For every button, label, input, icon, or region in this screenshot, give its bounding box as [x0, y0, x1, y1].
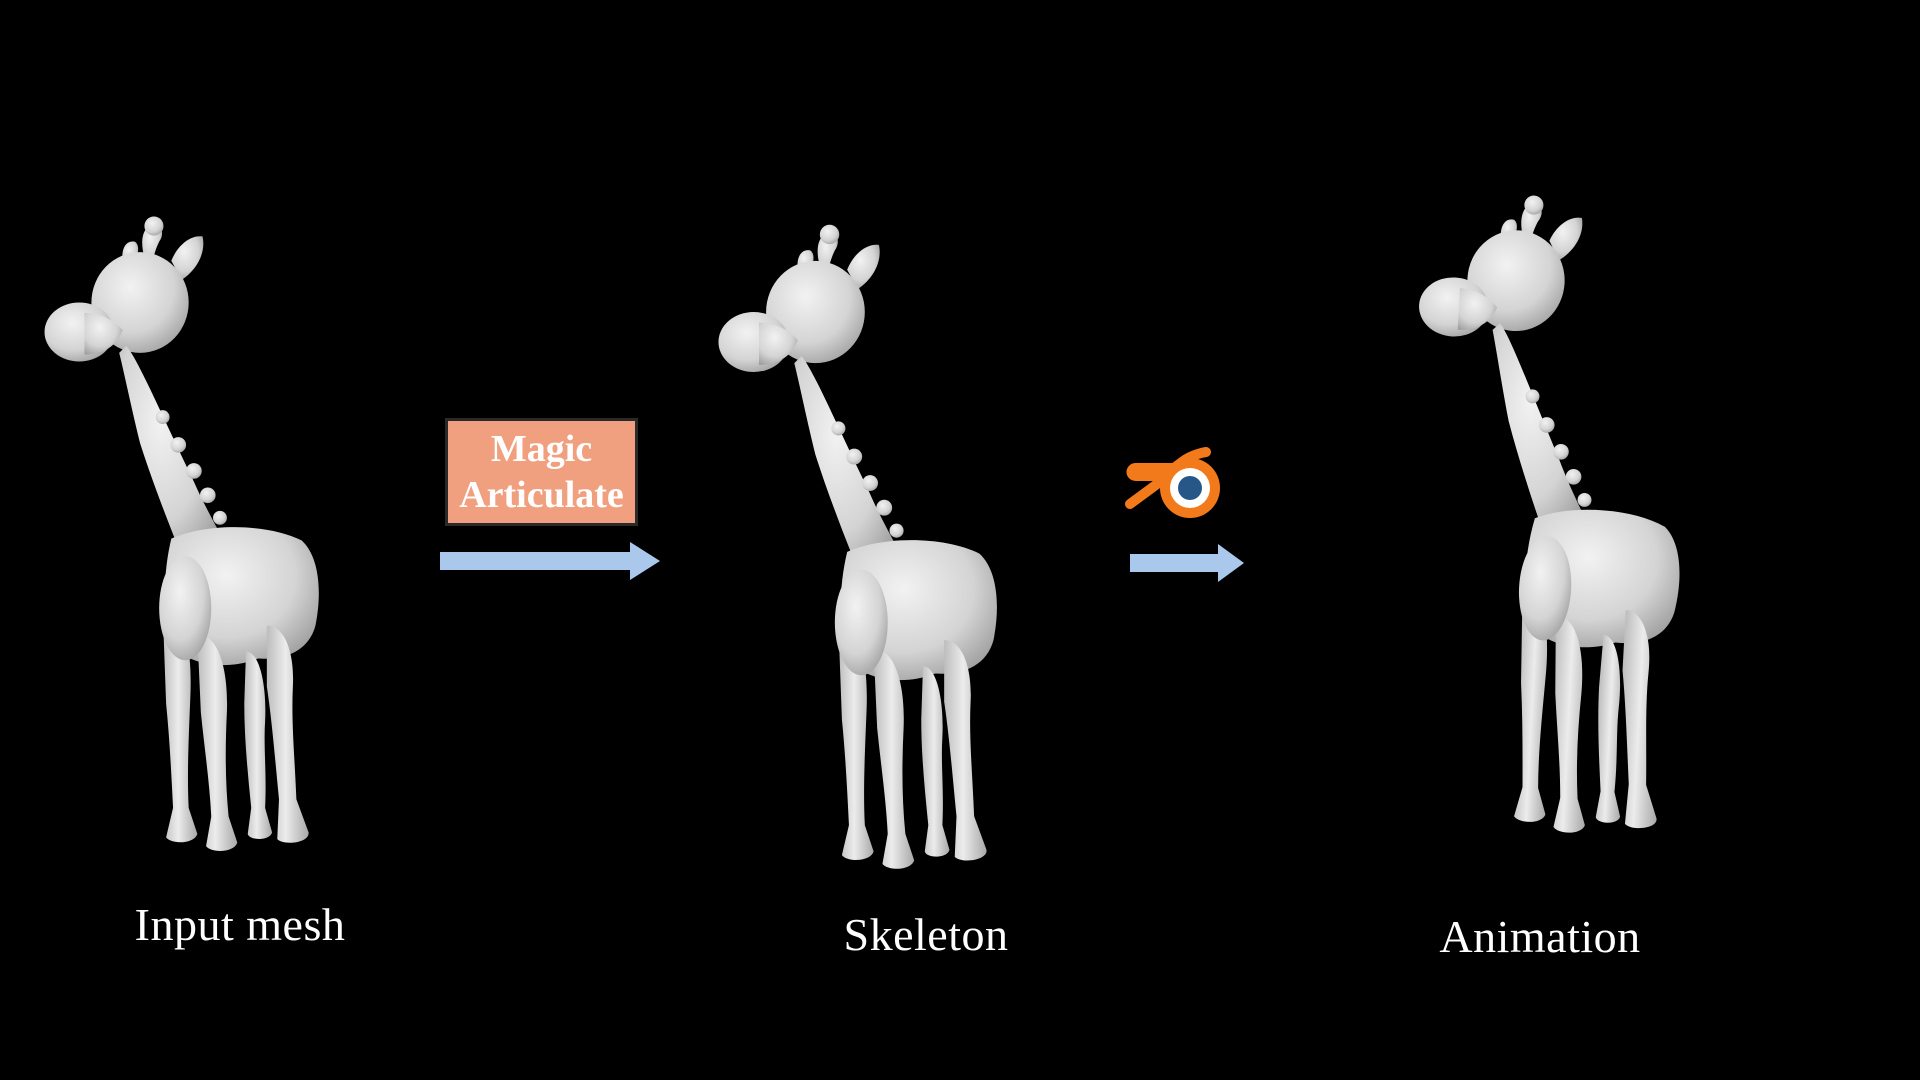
skeleton-caption: Skeleton [843, 909, 1009, 960]
blender-logo-icon [1125, 447, 1220, 518]
arrow-right-icon [440, 542, 660, 580]
method-label-line1: Magic [490, 428, 593, 470]
input-mesh-giraffe [44, 216, 319, 851]
arrow-right-icon [1130, 544, 1244, 582]
magic-articulate-box: Magic Articulate [445, 418, 638, 526]
skeleton-giraffe [718, 224, 997, 869]
input-mesh-caption: Input mesh [134, 899, 346, 950]
animation-giraffe [1391, 189, 1700, 838]
animation-caption: Animation [1439, 911, 1641, 962]
method-label-line2: Articulate [459, 474, 624, 516]
